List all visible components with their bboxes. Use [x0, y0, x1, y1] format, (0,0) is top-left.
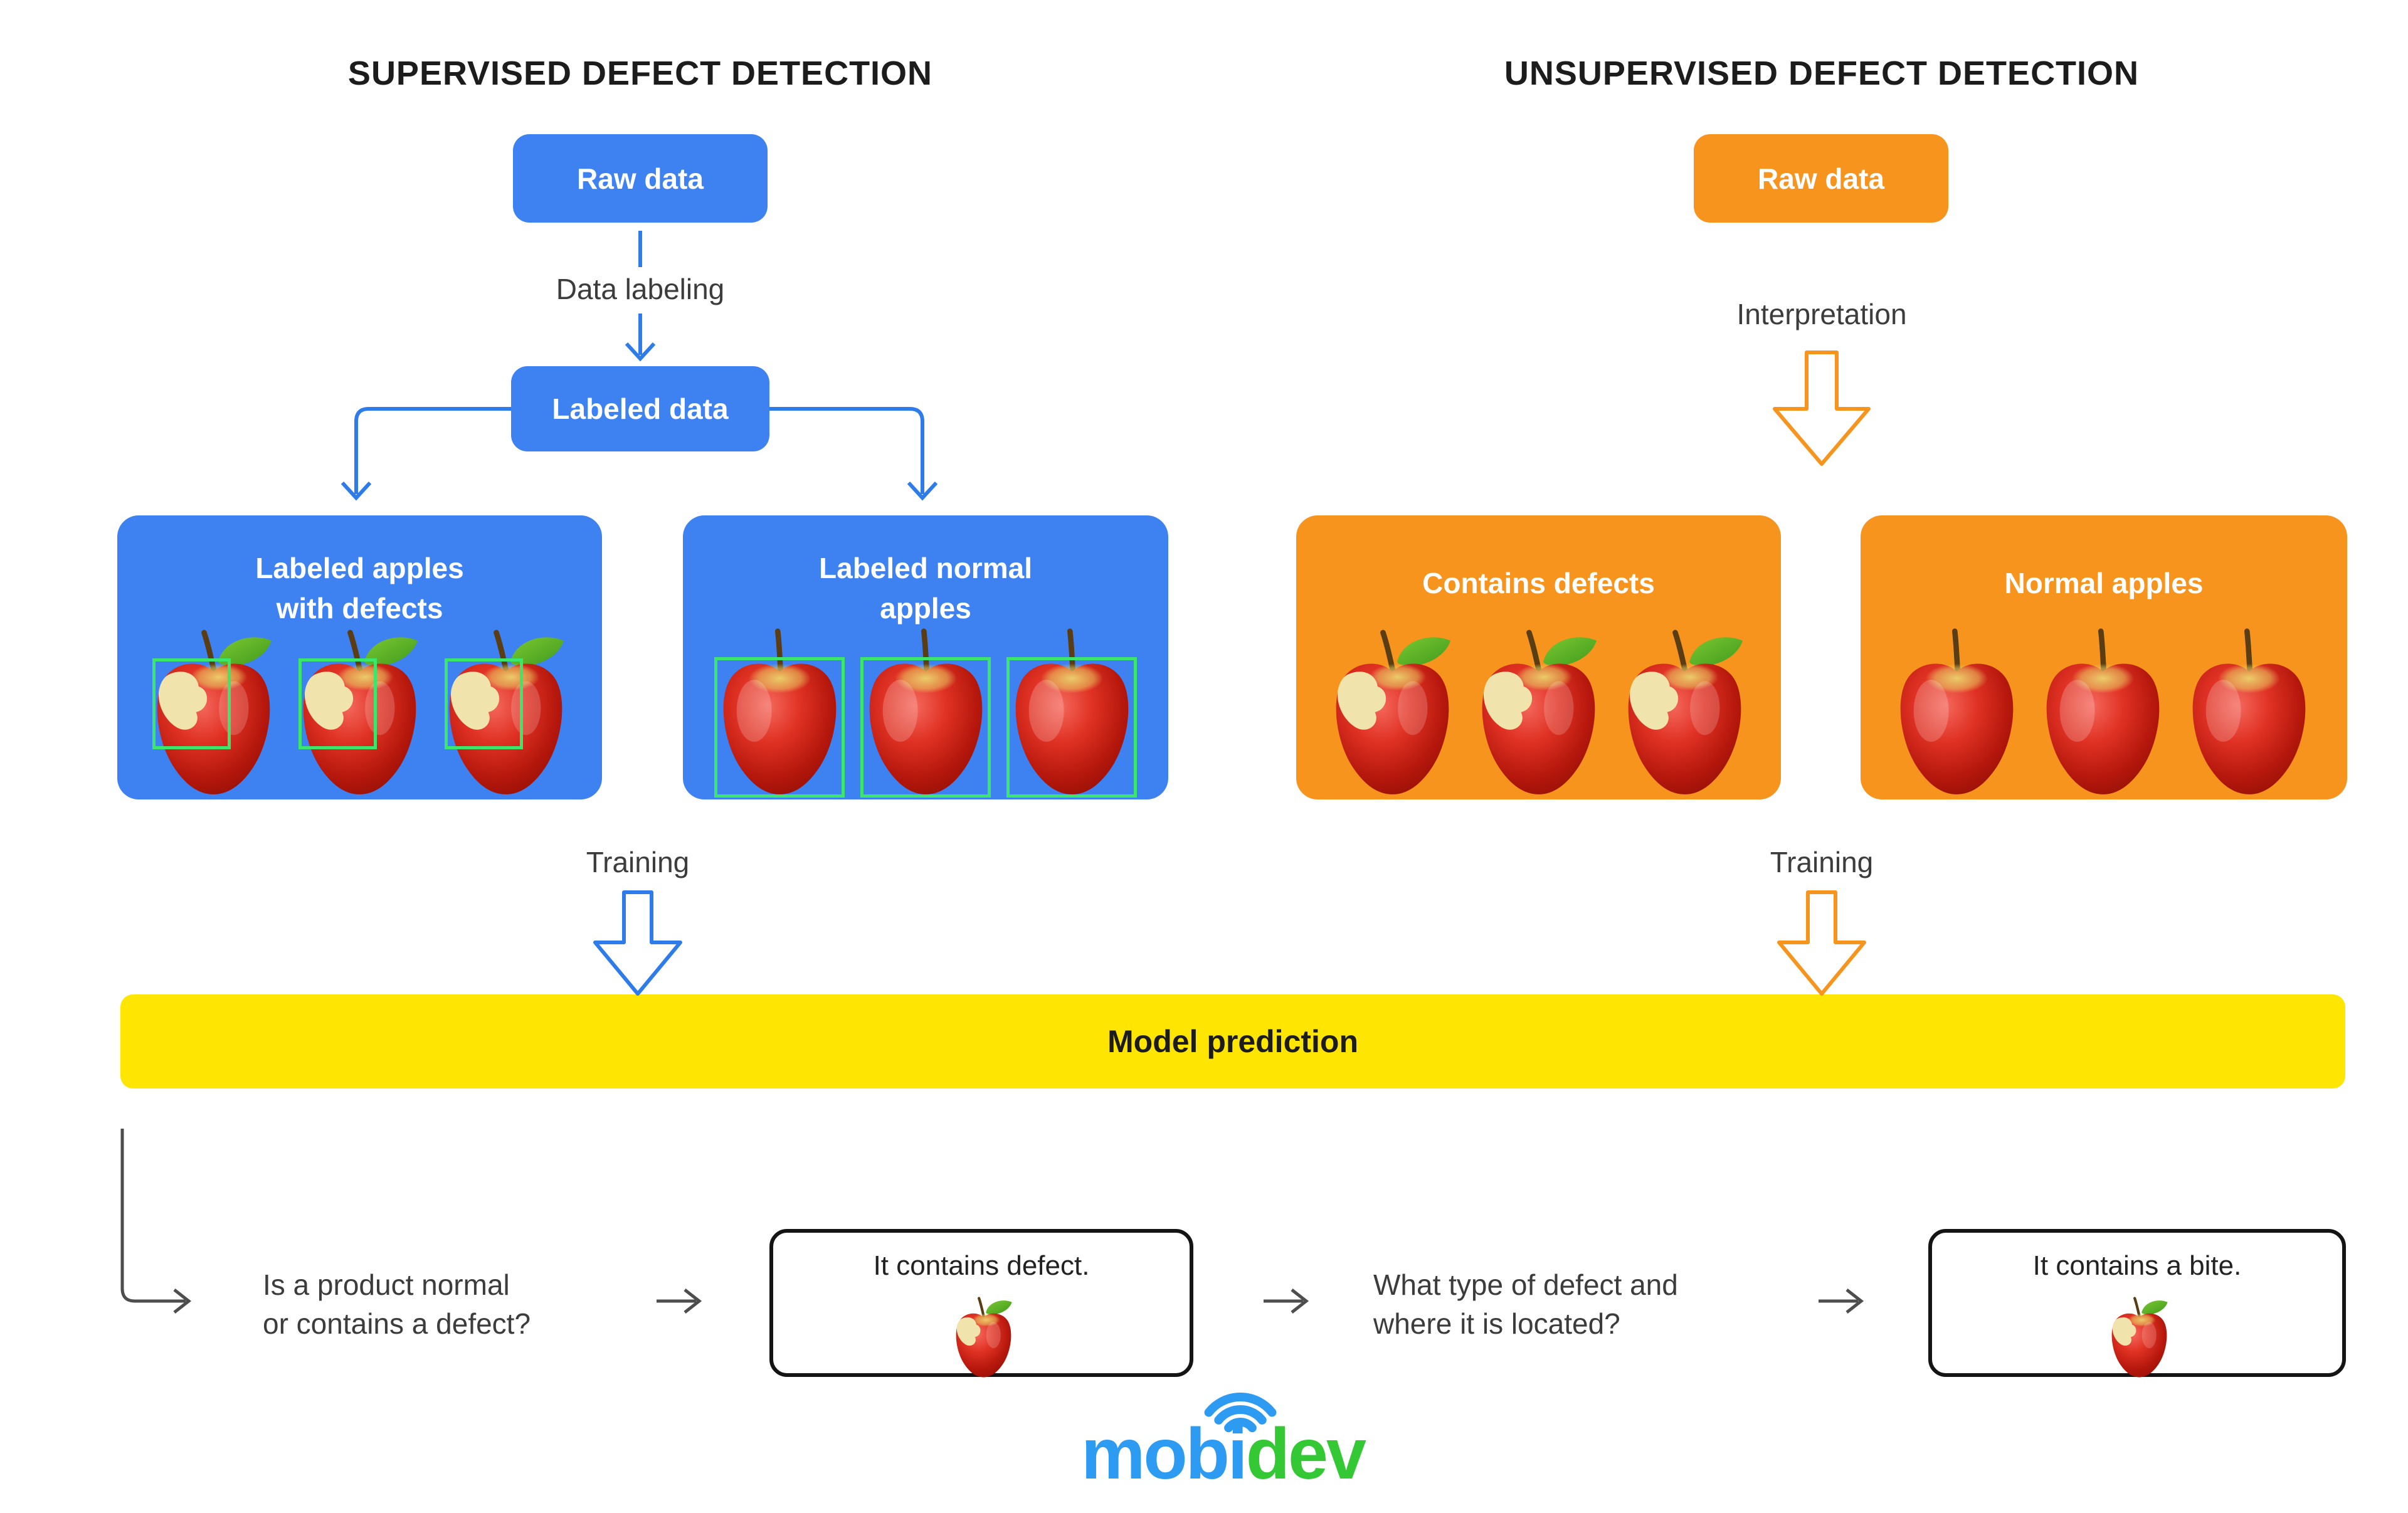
logo-mobi-text: mobi	[1081, 1414, 1248, 1494]
branch-connector-left	[354, 407, 511, 494]
box-title: Labeled apples with defects	[117, 548, 602, 628]
normal-apple-image	[2182, 627, 2316, 803]
labeled-data-node: Labeled data	[511, 366, 769, 451]
apple-bounding-box	[860, 657, 991, 798]
supervised-section-title: SUPERVISED DEFECT DETECTION	[347, 55, 933, 92]
apple-bounding-box	[1006, 657, 1137, 798]
raw-data-label: Raw data	[577, 162, 704, 195]
question-normal-or-defect: Is a product normal or contains a defect…	[263, 1265, 614, 1343]
box-title: Normal apples	[1861, 563, 2347, 603]
arrow-head-icon	[341, 481, 372, 501]
raw-data-label: Raw data	[1758, 162, 1884, 195]
defect-bounding-box	[152, 658, 231, 749]
flow-arrow-icon	[1264, 1289, 1309, 1314]
interpretation-arrow-icon	[1773, 351, 1871, 466]
box-title-line: apples	[880, 592, 971, 625]
box-title-line: Labeled apples	[255, 552, 464, 584]
arrow-head-icon	[907, 481, 938, 501]
training-arrow-icon-supervised	[593, 890, 682, 996]
labeled-data-label: Labeled data	[552, 393, 729, 425]
logo-dev-text: dev	[1245, 1414, 1366, 1494]
raw-data-node-unsupervised: Raw data	[1694, 134, 1948, 223]
normal-apple-image	[2036, 627, 2170, 803]
box-title-line: with defects	[276, 592, 443, 625]
branch-connector-right	[769, 407, 924, 494]
unsupervised-section-title: UNSUPERVISED DEFECT DETECTION	[1504, 55, 2140, 92]
interpretation-label: Interpretation	[1736, 298, 1907, 330]
box-title-line: Normal apples	[2004, 567, 2204, 599]
flow-arrow-icon	[657, 1289, 702, 1314]
training-label-unsupervised: Training	[1770, 846, 1874, 878]
apple-bounding-box	[714, 657, 845, 798]
bitten-apple-image	[1471, 627, 1606, 803]
model-prediction-bar: Model prediction	[120, 994, 2345, 1089]
data-labeling-label: Data labeling	[556, 273, 725, 305]
model-output-connector	[120, 1129, 186, 1303]
bitten-apple-image	[1617, 627, 1752, 803]
bitten-apple-image	[2106, 1295, 2172, 1381]
question-line: where it is located?	[1373, 1307, 1620, 1340]
question-line: What type of defect and	[1373, 1268, 1678, 1301]
box-title: Labeled normal apples	[683, 548, 1168, 628]
arrow-head-icon	[173, 1289, 192, 1314]
answer-label: It contains a bite.	[2032, 1250, 2242, 1281]
box-title-line: Contains defects	[1422, 567, 1655, 599]
training-arrow-icon-unsupervised	[1777, 890, 1866, 996]
arrow-head-icon	[625, 342, 656, 362]
question-line: or contains a defect?	[263, 1307, 531, 1340]
model-prediction-label: Model prediction	[1107, 1024, 1358, 1059]
bitten-apple-image	[1325, 627, 1460, 803]
flow-arrow-icon	[1819, 1289, 1864, 1314]
training-label-supervised: Training	[586, 846, 690, 878]
defect-bounding-box	[445, 658, 523, 749]
question-defect-type: What type of defect and where it is loca…	[1373, 1265, 1775, 1343]
answer-contains-defect-box: It contains defect.	[769, 1229, 1193, 1377]
mobidev-logo: mobidev	[1003, 1418, 1442, 1490]
defect-bounding-box	[298, 658, 377, 749]
answer-contains-bite-box: It contains a bite.	[1928, 1229, 2346, 1377]
question-line: Is a product normal	[263, 1268, 510, 1301]
normal-apple-image	[1889, 627, 2024, 803]
box-title: Contains defects	[1296, 563, 1781, 603]
bitten-apple-image	[951, 1295, 1017, 1381]
answer-label: It contains defect.	[873, 1250, 1090, 1281]
raw-data-node-supervised: Raw data	[513, 134, 768, 223]
box-title-line: Labeled normal	[819, 552, 1032, 584]
